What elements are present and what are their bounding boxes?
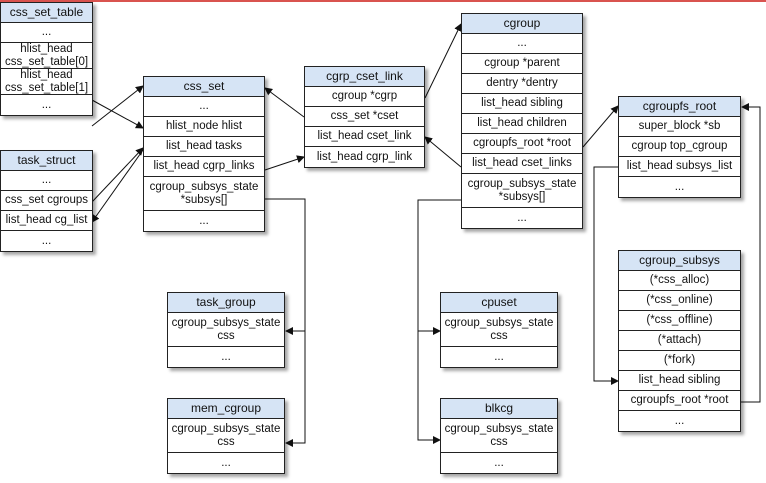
- struct-title: cgrp_cset_link: [305, 67, 424, 87]
- arrow-cssset-subsys-to-taskgroup: [265, 198, 306, 335]
- struct-field: cgroup_subsys_state css: [441, 419, 557, 453]
- arrow-cgrplinks-to-link: [264, 155, 305, 171]
- struct-title: blkcg: [441, 399, 557, 419]
- struct-field: super_block *sb: [619, 117, 740, 137]
- struct-field: cgroup *cgrp: [305, 87, 424, 107]
- struct-field: ...: [221, 456, 231, 469]
- struct-field: ...: [41, 98, 52, 111]
- struct-field: list_head cset_links: [462, 154, 582, 174]
- struct-field: ...: [1, 23, 92, 43]
- struct-field: (*css_online): [619, 291, 740, 311]
- struct-field: ...: [494, 456, 504, 469]
- struct-field: ...: [199, 214, 209, 227]
- arrow-cgsubsys-root-to-cgroupfs: [741, 103, 761, 403]
- struct-field: cgroup_subsys_state css: [168, 419, 284, 453]
- top-accent-line: [0, 0, 766, 2]
- struct-field: ...: [1, 171, 92, 191]
- struct-field: ...: [674, 414, 685, 427]
- struct-field: cgroup top_cgroup: [619, 137, 740, 157]
- arrow-cgroup-subsys-to-cpuset: [417, 199, 461, 335]
- struct-title: task_group: [168, 293, 284, 313]
- arrow-cset-to-cssset: [264, 87, 305, 118]
- struct-field: list_head sibling: [619, 371, 740, 391]
- struct-field: (*css_offline): [619, 311, 740, 331]
- struct-css-set-table: css_set_table...hlist_head css_set_table…: [0, 2, 93, 116]
- arrow-tasks-to-cglist: [91, 149, 144, 223]
- struct-field: list_head cg_list: [1, 211, 92, 231]
- struct-field: list_head children: [462, 114, 582, 134]
- struct-title: cgroupfs_root: [619, 97, 740, 117]
- struct-field: hlist_head css_set_table[1]: [1, 69, 92, 95]
- arrow-csetlinks-to-link: [424, 136, 462, 168]
- struct-field: ...: [462, 34, 582, 54]
- struct-field: ...: [517, 211, 527, 224]
- arrow-root-to-cgroupfs: [582, 105, 619, 148]
- struct-field: cgroupfs_root *root: [462, 134, 582, 154]
- arrow-cgroup-subsys-to-blkcg: [417, 331, 441, 444]
- struct-field: (*css_alloc): [619, 271, 740, 291]
- struct-field: ...: [41, 234, 52, 247]
- struct-field: cgroup_subsys_state *subsys[]: [462, 174, 582, 208]
- struct-field: hlist_node hlist: [144, 117, 264, 137]
- struct-field: list_head cgrp_link: [316, 150, 413, 163]
- struct-title: css_set_table: [1, 3, 92, 23]
- struct-field: css_set cgroups: [1, 191, 92, 211]
- struct-title: mem_cgroup: [168, 399, 284, 419]
- struct-field: ...: [144, 97, 264, 117]
- struct-title: cpuset: [441, 293, 557, 313]
- struct-title: task_struct: [1, 151, 92, 171]
- struct-field: cgroupfs_root *root: [619, 391, 740, 411]
- arrow-cgroups-to-tasks: [91, 147, 144, 203]
- struct-field: hlist_head css_set_table[0]: [1, 43, 92, 69]
- struct-field: list_head cset_link: [305, 127, 424, 147]
- struct-field: ...: [674, 180, 685, 193]
- struct-field: list_head tasks: [144, 137, 264, 157]
- struct-field: dentry *dentry: [462, 74, 582, 94]
- arrow-cgrp-to-cgroup: [424, 23, 462, 99]
- arrow-subsyslist-to-sibling: [593, 166, 619, 385]
- arrow-table1-to-cssset: [91, 85, 144, 127]
- struct-field: (*attach): [619, 331, 740, 351]
- struct-field: (*fork): [619, 351, 740, 371]
- struct-field: cgroup *parent: [462, 54, 582, 74]
- struct-field: list_head subsys_list: [619, 157, 740, 177]
- struct-field: list_head cgrp_links: [144, 157, 264, 177]
- struct-field: css_set *cset: [305, 107, 424, 127]
- struct-field: cgroup_subsys_state css: [168, 313, 284, 347]
- arrow-cssset-subsys-to-memcg: [285, 331, 306, 447]
- arrow-table0-to-hlist: [91, 99, 144, 129]
- struct-cgroup-subsys: cgroup_subsys(*css_alloc)(*css_online)(*…: [618, 250, 741, 432]
- struct-title: css_set: [144, 77, 264, 97]
- struct-field: cgroup_subsys_state css: [441, 313, 557, 347]
- struct-field: cgroup_subsys_state *subsys[]: [144, 177, 264, 211]
- struct-title: cgroup_subsys: [619, 251, 740, 271]
- struct-field: list_head sibling: [462, 94, 582, 114]
- struct-field: ...: [221, 350, 231, 363]
- struct-field: ...: [494, 350, 504, 363]
- struct-title: cgroup: [462, 14, 582, 34]
